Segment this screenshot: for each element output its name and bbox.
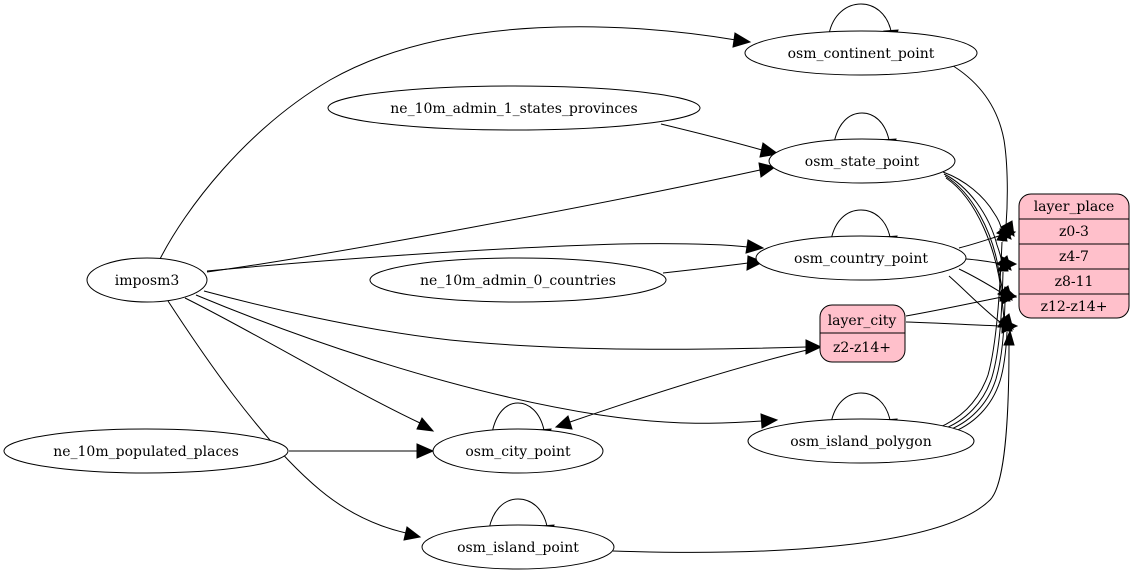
- node-label-ne_10m_admin_1_states_provinces: ne_10m_admin_1_states_provinces: [390, 101, 637, 117]
- node-label-osm_island_polygon: osm_island_polygon: [790, 434, 932, 450]
- node-layer: imposm3 ne_10m_admin_1_states_provinces …: [3, 30, 978, 570]
- node-osm_state_point[interactable]: osm_state_point: [768, 138, 956, 184]
- edge-imposm3-to-osm_city_point: [184, 297, 435, 432]
- node-label-imposm3: imposm3: [115, 273, 180, 289]
- record-row-layer_place-z4-7[interactable]: z4-7: [1059, 249, 1089, 265]
- record-row-layer_place-z12-z14[interactable]: z12-z14+: [1041, 299, 1108, 315]
- record-node-layer_city[interactable]: layer_city z2-z14+: [819, 304, 906, 363]
- edge-osm_island_polygon-to-layer_place-z4_7: [940, 256, 1009, 431]
- record-border-layer_city: [819, 304, 906, 363]
- edge-osm_island_polygon-to-layer_place-z0_3: [937, 225, 1008, 429]
- record-border-layer_place: [1018, 193, 1130, 319]
- record-row-layer_city-header: layer_city: [828, 313, 897, 329]
- node-imposm3[interactable]: imposm3: [86, 257, 208, 303]
- node-label-osm_state_point: osm_state_point: [805, 154, 920, 170]
- edge-layer_city-to-layer_place-z12_z14: [905, 318, 1019, 334]
- edge-ne_10m_admin_1_states_provinces-to-osm_state_point: [660, 123, 780, 158]
- record-node-layer_place[interactable]: layer_place z0-3 z4-7 z8-11 z12-z14+: [1018, 193, 1130, 319]
- edge-osm_island_point-to-layer_place-z12_z14: [612, 329, 1015, 553]
- node-osm_city_point[interactable]: osm_city_point: [432, 428, 604, 474]
- node-label-osm_city_point: osm_city_point: [465, 444, 571, 460]
- edge-osm_island_polygon-to-layer_place-z8_11: [943, 286, 1011, 433]
- node-label-osm_country_point: osm_country_point: [794, 251, 928, 267]
- record-row-layer_city-z2-z14[interactable]: z2-z14+: [833, 340, 891, 356]
- edge-ne_10m_admin_0_countries-to-osm_country_point: [662, 255, 765, 274]
- node-ne_10m_populated_places[interactable]: ne_10m_populated_places: [3, 428, 289, 474]
- node-label-ne_10m_populated_places: ne_10m_populated_places: [53, 444, 239, 460]
- edge-imposm3-to-osm_island_point: [167, 300, 422, 541]
- edge-layer_city-to-osm_city_point: [554, 346, 821, 430]
- node-label-ne_10m_admin_0_countries: ne_10m_admin_0_countries: [420, 273, 616, 289]
- edge-imposm3-to-osm_continent_point: [159, 26, 752, 260]
- record-row-layer_place-z0-3[interactable]: z0-3: [1059, 224, 1089, 240]
- edge-layer_city-to-layer_place-z8_11: [905, 289, 1018, 317]
- record-row-layer_place-z8-11[interactable]: z8-11: [1055, 274, 1094, 290]
- node-ne_10m_admin_1_states_provinces[interactable]: ne_10m_admin_1_states_provinces: [327, 85, 701, 131]
- node-label-osm_continent_point: osm_continent_point: [788, 46, 935, 62]
- node-ne_10m_admin_0_countries[interactable]: ne_10m_admin_0_countries: [369, 257, 667, 303]
- edge-ne_10m_populated_places-to-osm_city_point: [289, 443, 435, 459]
- record-background-layer_place: [1019, 194, 1129, 318]
- edge-imposm3-to-osm_state_point: [206, 162, 777, 273]
- node-osm_island_point[interactable]: osm_island_point: [421, 524, 615, 570]
- node-osm_country_point[interactable]: osm_country_point: [755, 235, 967, 281]
- record-row-layer_place-header: layer_place: [1034, 199, 1115, 215]
- edge-imposm3-to-layer_city-z2_z14: [203, 290, 823, 355]
- edge-imposm3-to-osm_country_point: [206, 239, 765, 272]
- edge-imposm3-to-osm_island_polygon: [195, 294, 779, 429]
- node-label-osm_island_point: osm_island_point: [457, 540, 579, 556]
- node-osm_continent_point[interactable]: osm_continent_point: [744, 30, 978, 76]
- node-osm_island_polygon[interactable]: osm_island_polygon: [747, 418, 975, 464]
